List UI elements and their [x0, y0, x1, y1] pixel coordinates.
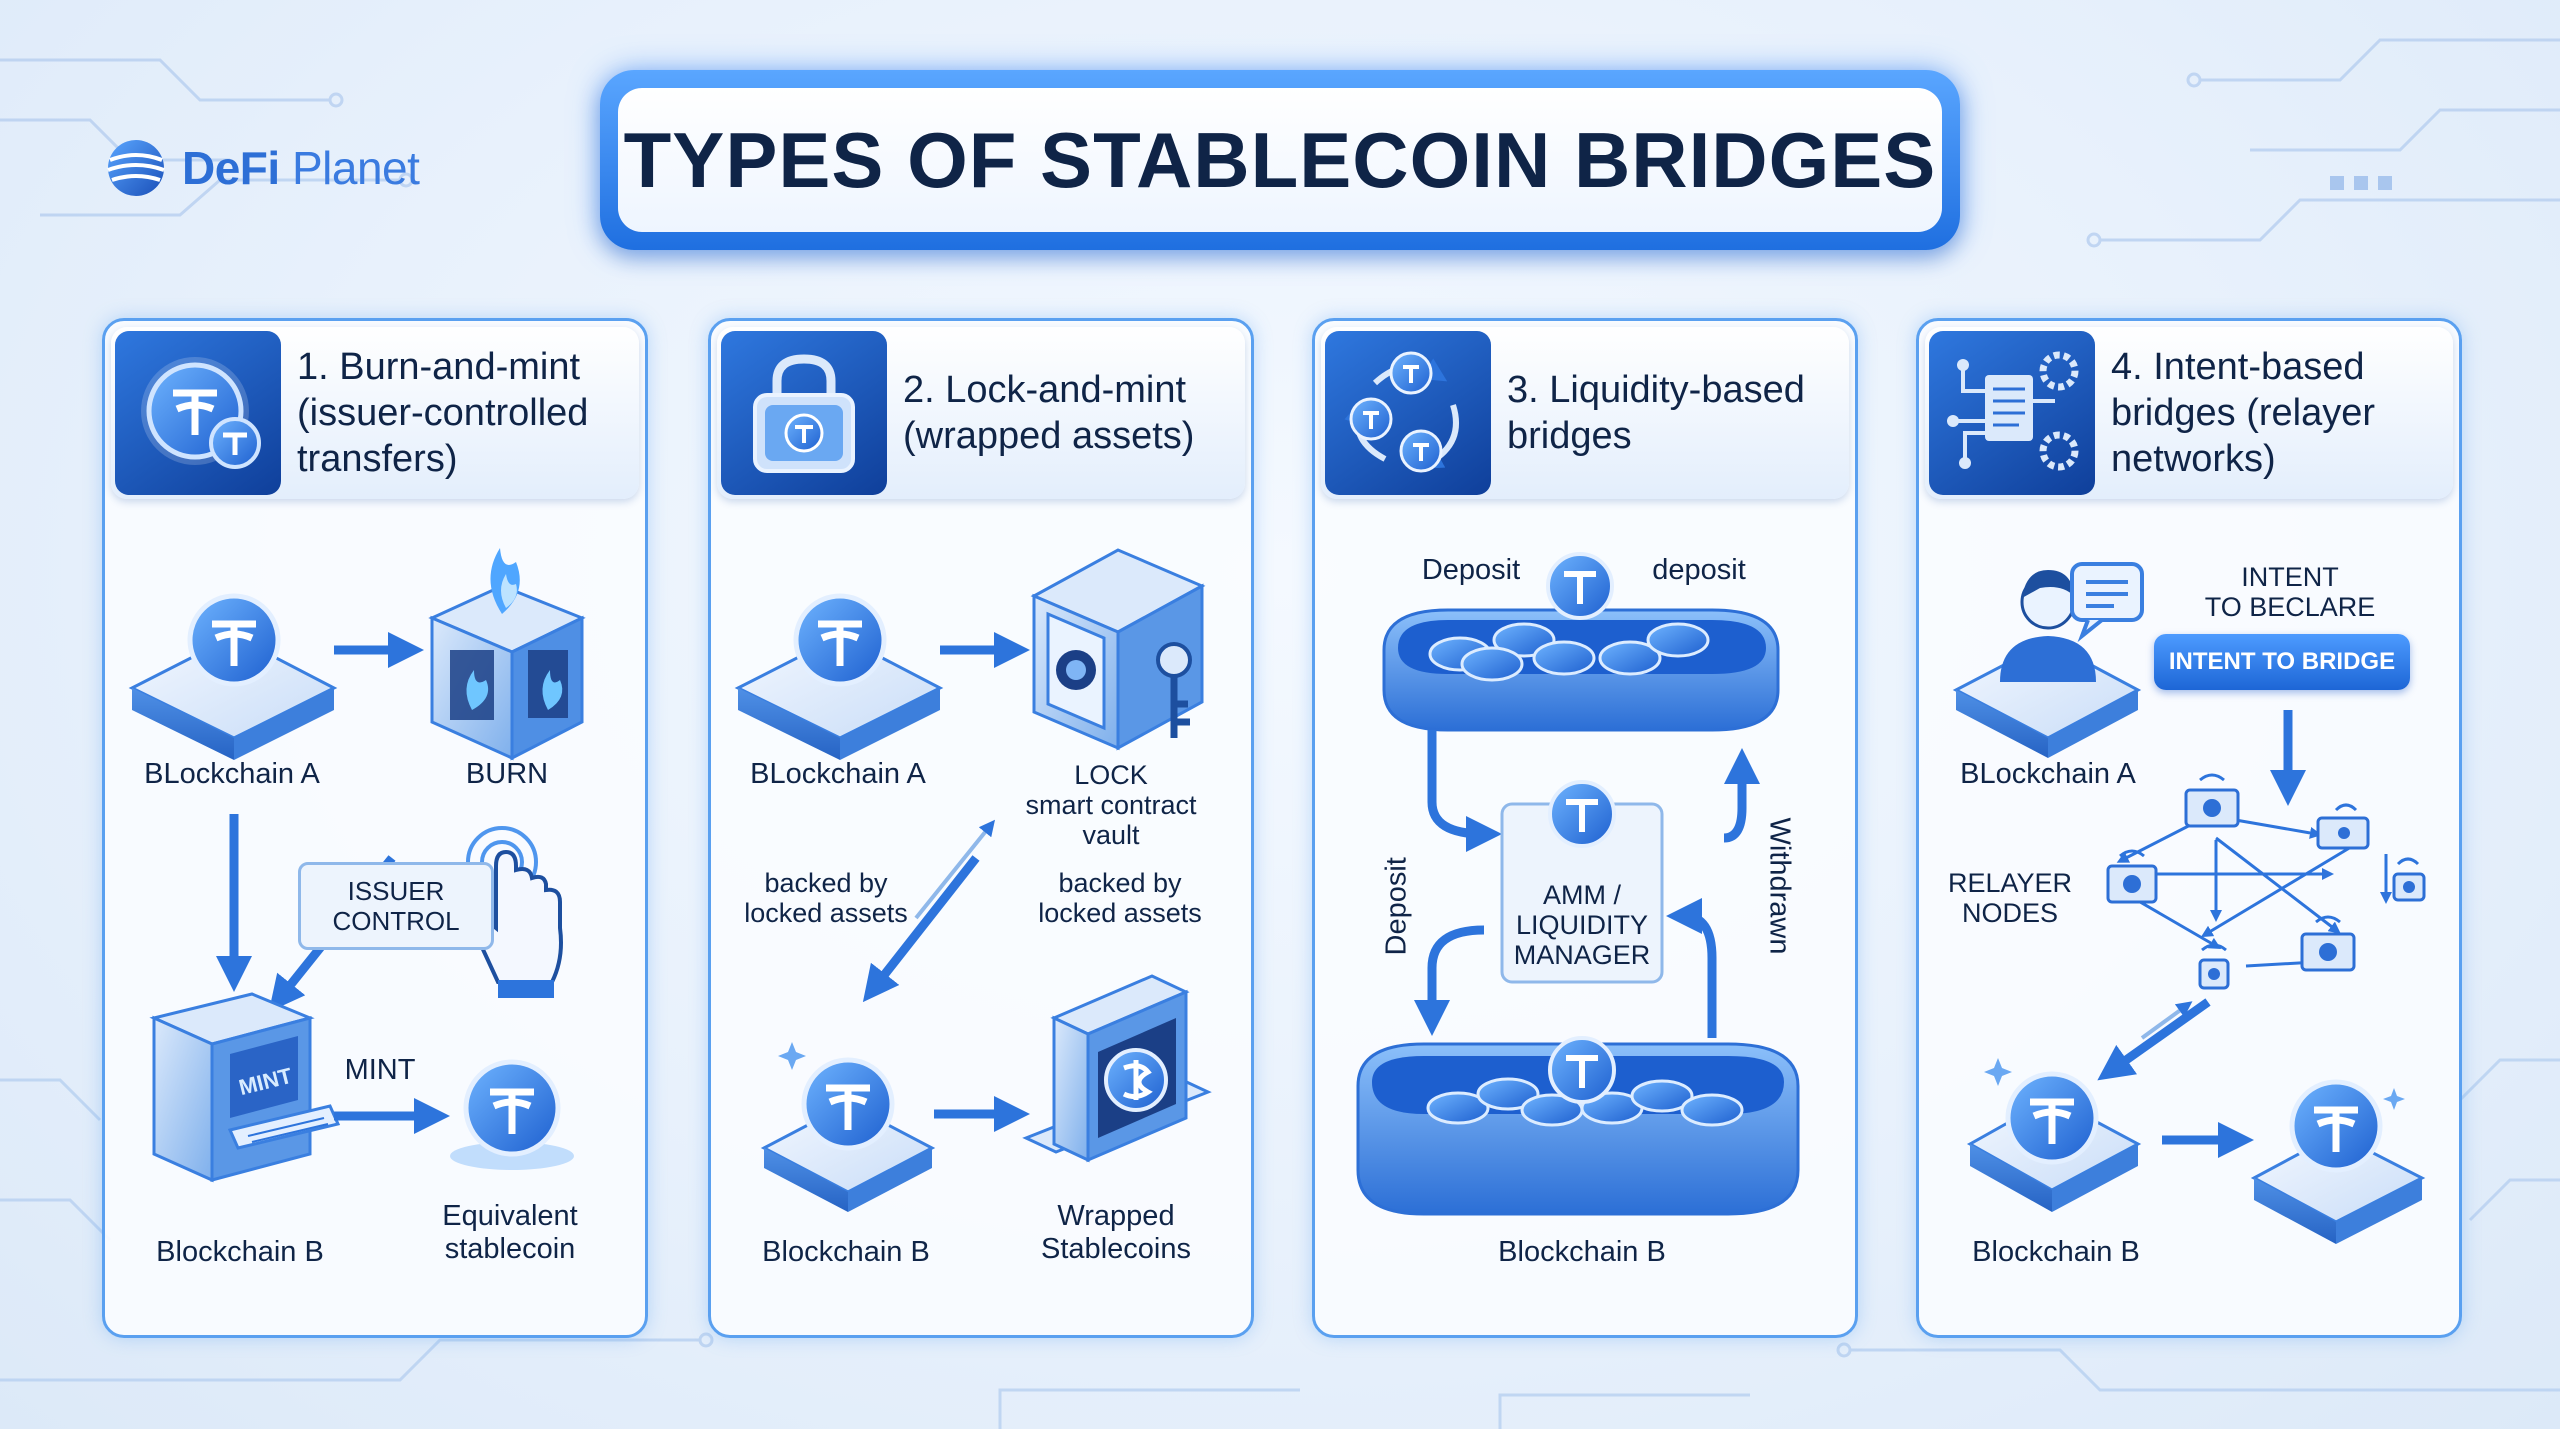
issuer-line1: ISSUER	[348, 876, 445, 906]
equivalent-stablecoin-icon	[450, 1062, 574, 1170]
wrapped-stablecoin-vault-icon	[1026, 976, 1208, 1160]
label-burn: BURN	[442, 758, 572, 791]
label-blockchain-a: BLockchain A	[132, 758, 332, 791]
label-deposit-side: Deposit	[1381, 846, 1414, 956]
issuer-line2: CONTROL	[332, 906, 459, 936]
label-withdrawn-side: Withdrawn	[1763, 818, 1796, 968]
label-mint: MINT	[330, 1054, 430, 1087]
blockchain-a-platform	[132, 596, 334, 760]
label-deposit-top-right: deposit	[1634, 554, 1764, 587]
label-blockchain-b: Blockchain B	[1956, 1236, 2156, 1269]
blockchain-a-platform	[738, 596, 940, 760]
burn-box-icon	[432, 548, 582, 758]
title-banner: TYPES OF STABLECOIN BRIDGES	[600, 70, 1960, 250]
defi-planet-logo[interactable]: DeFi Planet	[104, 128, 419, 208]
chat-bubble-icon	[2072, 564, 2142, 636]
label-blockchain-b: Blockchain B	[140, 1236, 340, 1269]
label-blockchain-b: Blockchain B	[746, 1236, 946, 1269]
panel-4-diagram	[1916, 318, 2456, 1332]
planet-logo-icon	[104, 136, 168, 200]
label-blockchain-b: Blockchain B	[1482, 1236, 1682, 1269]
safe-vault-icon	[1034, 550, 1202, 748]
label-blockchain-a: BLockchain A	[1948, 758, 2148, 791]
destination-platform	[2254, 1082, 2422, 1244]
label-blockchain-a: BLockchain A	[738, 758, 938, 791]
logo-text-bold: DeFi	[182, 142, 280, 194]
page-title: TYPES OF STABLECOIN BRIDGES	[624, 115, 1937, 206]
logo-text-light: Planet	[292, 142, 419, 194]
blockchain-b-platform	[764, 1042, 932, 1212]
panel-1-diagram: MINT	[102, 318, 642, 1332]
intent-to-bridge-button[interactable]: INTENT TO BRIDGE	[2154, 634, 2410, 690]
relayer-network	[2108, 775, 2424, 988]
bottom-liquidity-pool	[1358, 1038, 1798, 1214]
label-deposit-top-left: Deposit	[1406, 554, 1536, 587]
mint-server-icon: MINT	[154, 994, 338, 1180]
blockchain-b-platform	[1970, 1058, 2138, 1212]
